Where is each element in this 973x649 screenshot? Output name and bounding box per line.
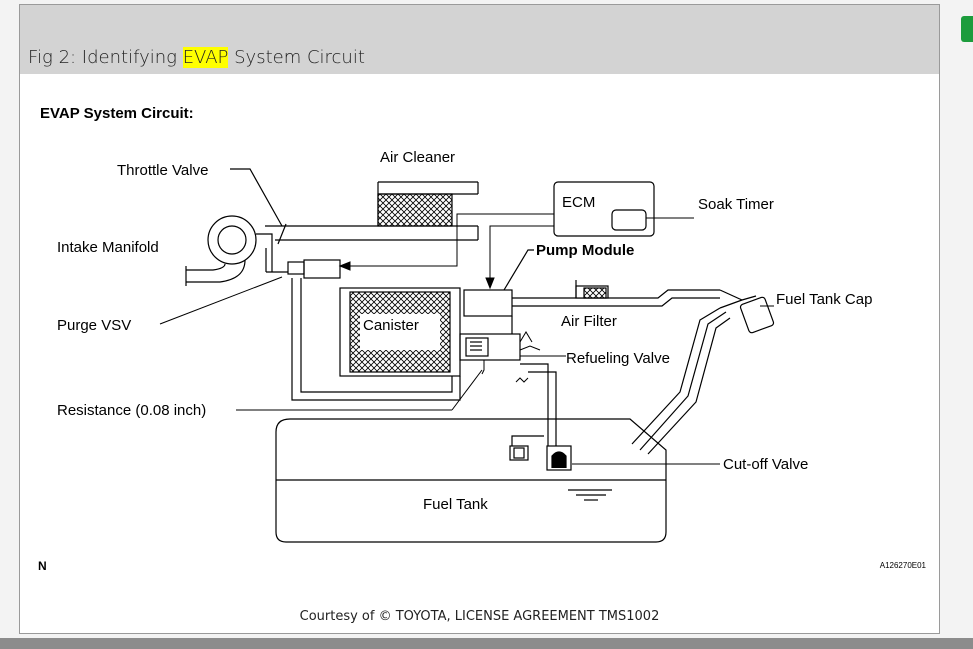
bottom-bar	[0, 638, 973, 649]
intake-manifold	[185, 215, 273, 286]
air-cleaner-label: Air Cleaner	[380, 149, 455, 166]
evap-circuit-diagram: EVAP System Circuit: Air Cleaner Throttl…	[38, 105, 927, 573]
refueling-valve	[459, 331, 566, 361]
ecm-signal-lines	[338, 213, 554, 290]
refueling-valve-label: Refueling Valve	[566, 350, 670, 367]
canister	[339, 287, 461, 377]
caption-highlight: EVAP	[182, 47, 229, 68]
figure-caption: Fig 2: Identifying EVAP System Circuit	[28, 47, 365, 68]
purge-vsv-label: Purge VSV	[57, 317, 131, 334]
caption-suffix: System Circuit	[228, 47, 365, 68]
caption-prefix: Fig 2: Identifying	[28, 47, 183, 68]
air-cleaner	[377, 181, 478, 227]
pump-module	[463, 249, 534, 317]
intake-manifold-label: Intake Manifold	[57, 239, 159, 256]
fuel-tank-label: Fuel Tank	[423, 496, 488, 513]
vent-line	[512, 280, 720, 307]
resistance-label: Resistance (0.08 inch)	[57, 402, 206, 419]
air-filter-label: Air Filter	[561, 313, 617, 330]
purge-line	[291, 278, 461, 401]
throttle-valve-label: Throttle Valve	[117, 162, 208, 179]
tank-lines	[511, 316, 557, 446]
cut-off-valve	[509, 445, 720, 471]
soak-timer-label: Soak Timer	[698, 196, 774, 213]
fuel-tank-cap-label: Fuel Tank Cap	[776, 291, 872, 308]
fuel-filler-pipe	[631, 289, 775, 455]
side-tab[interactable]	[961, 16, 973, 42]
canister-label: Canister	[363, 317, 419, 334]
fuel-tank	[275, 418, 667, 543]
figure-code: A126270E01	[880, 561, 927, 570]
purge-vsv	[159, 259, 341, 325]
pump-module-label: Pump Module	[536, 242, 634, 259]
soak-timer-box	[611, 209, 647, 231]
caption-bar: Fig 2: Identifying EVAP System Circuit	[20, 5, 939, 74]
cut-off-valve-label: Cut-off Valve	[723, 456, 808, 473]
throttle-valve	[230, 168, 287, 245]
credit-line: Courtesy of © TOYOTA, LICENSE AGREEMENT …	[299, 609, 660, 624]
ecm-box	[553, 181, 655, 237]
ecm-label: ECM	[562, 194, 595, 211]
intake-duct	[265, 182, 479, 241]
figure-panel: Fig 2: Identifying EVAP System Circuit E…	[19, 4, 940, 634]
resistance-orifice	[236, 360, 529, 411]
north-marker: N	[38, 559, 47, 573]
diagram-heading: EVAP System Circuit:	[40, 105, 194, 122]
